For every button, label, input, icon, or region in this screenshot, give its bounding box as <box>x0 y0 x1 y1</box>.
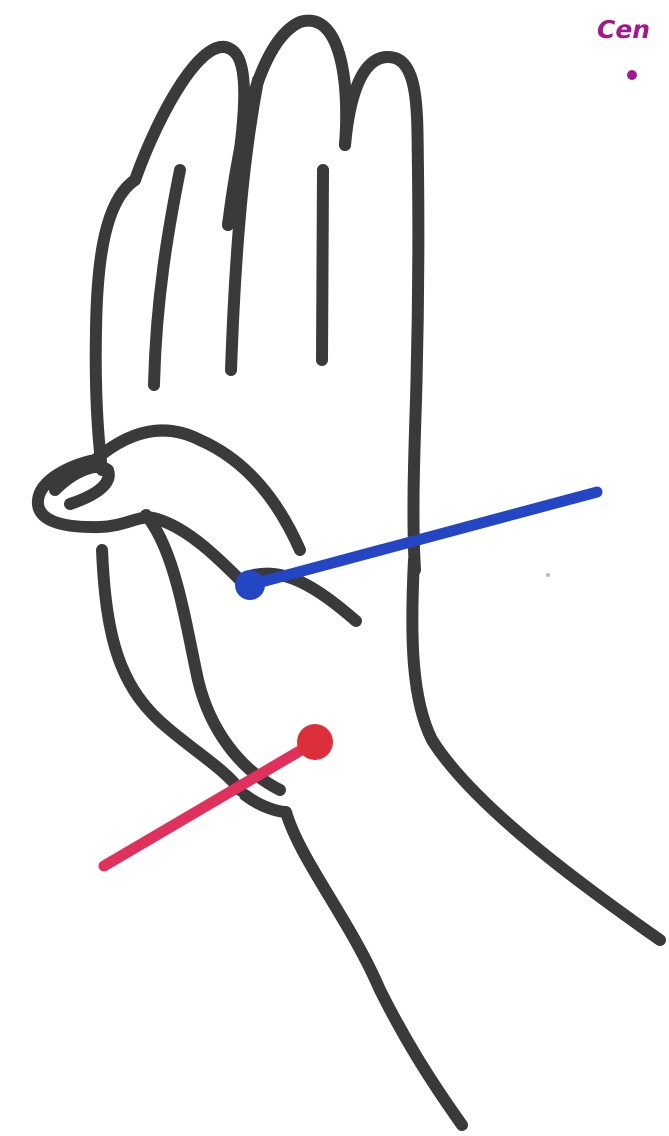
palm-left <box>96 544 246 796</box>
hand-left-edge <box>89 174 141 476</box>
ring-inner <box>225 74 264 376</box>
thumb <box>31 454 362 627</box>
ring-finger <box>222 14 353 231</box>
stray-dot <box>546 573 550 577</box>
blue-pointer-line <box>244 486 603 591</box>
thumb-tip <box>89 424 306 556</box>
blue-pointer <box>235 486 603 600</box>
middle-finger <box>339 51 425 406</box>
thumb-nail <box>49 460 115 510</box>
page-title: Cen <box>597 15 651 44</box>
hand-outline <box>31 14 666 1131</box>
blue-pointer-dot <box>235 570 265 600</box>
red-pointer-line <box>98 736 321 872</box>
thumb-web <box>407 394 422 576</box>
wrist-right <box>406 554 666 946</box>
bullet-marker <box>627 70 637 80</box>
red-pointer-dot <box>297 724 333 760</box>
thenar-line <box>140 509 286 796</box>
middle-inner <box>316 164 329 366</box>
pinky-inner <box>148 164 186 391</box>
wrist-left <box>239 789 468 1131</box>
red-pointer <box>98 724 333 872</box>
